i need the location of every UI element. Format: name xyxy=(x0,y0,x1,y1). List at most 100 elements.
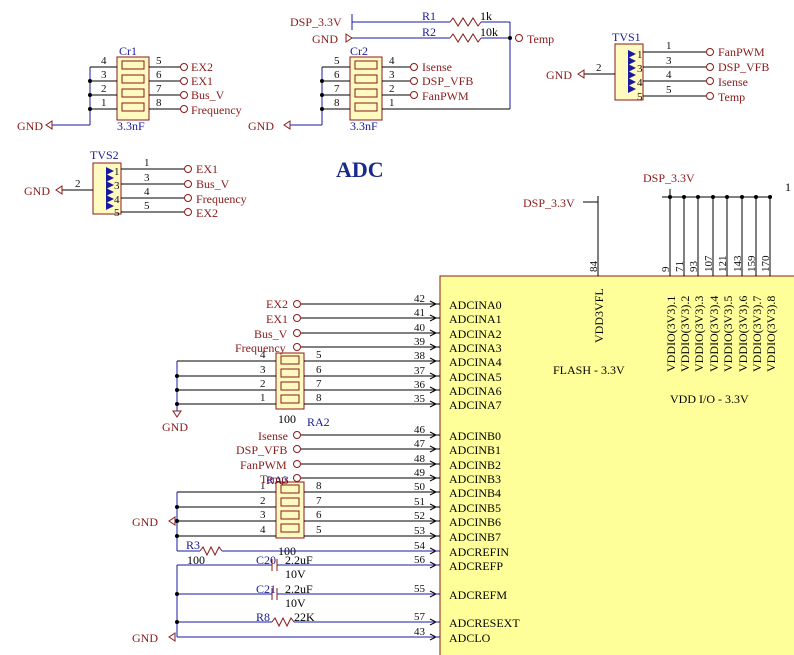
vddio-pin-name: VDDIO(3V3).3 xyxy=(692,296,706,372)
r1-value: 1k xyxy=(480,9,492,23)
chip-pin-number: 56 xyxy=(414,554,426,566)
vddio-pin-name: VDDIO(3V3).6 xyxy=(736,296,750,372)
chip-pin-name: ADCINB0 xyxy=(449,429,501,443)
cr2-pin: 8 xyxy=(334,97,340,109)
dsp-3v3-label: DSP_3.3V xyxy=(523,196,575,210)
vddio-pin-name: VDDIO(3V3).4 xyxy=(707,296,721,372)
chip-pin-name: ADCREFIN xyxy=(449,545,509,559)
net-port-isense: Isense xyxy=(718,75,748,89)
c21-ref: C21 xyxy=(256,582,276,596)
c20-ref: C20 xyxy=(256,553,276,567)
net-port-ex2: EX2 xyxy=(266,297,288,311)
tvs1-pin: 4 xyxy=(666,69,672,81)
chip-pin-number: 47 xyxy=(414,438,426,450)
chip-pin-number: 43 xyxy=(414,626,426,638)
capacitor-array-cr1: Cr1 3.3nF 4 3 2 1 5 6 7 8 xyxy=(90,44,180,133)
chip-pin-number: 55 xyxy=(414,583,426,595)
chip-pin-name: ADCINB7 xyxy=(449,530,501,544)
cr1-pin: 2 xyxy=(101,83,107,95)
tvs2-pin: 5 xyxy=(144,200,150,212)
tvs2-pin: 1 xyxy=(114,166,120,178)
vddio-pin-number: 170 xyxy=(760,255,772,272)
net-port-fanpwm: FanPWM xyxy=(422,89,469,103)
chip-pin-number: 50 xyxy=(414,481,426,493)
vddio-pin-number: 71 xyxy=(674,261,686,272)
gnd-label: GND xyxy=(17,119,43,133)
net-port-bus-v: Bus_V xyxy=(254,327,288,341)
cr1-pin: 7 xyxy=(156,83,162,95)
chip-pin-number: 35 xyxy=(414,393,426,405)
cr2-pin: 6 xyxy=(334,69,340,81)
chip-pin-name: ADCREFP xyxy=(449,559,503,573)
chip-pin-name: ADCLO xyxy=(449,631,491,645)
r2-ref: R2 xyxy=(422,25,436,39)
cr1-pin: 3 xyxy=(101,69,107,81)
chip-pin-name: ADCINB3 xyxy=(449,472,501,486)
ra3-pin: 7 xyxy=(316,495,322,507)
ra2-pin: 2 xyxy=(260,378,266,390)
cr2-value: 3.3nF xyxy=(350,119,378,133)
tvs2-gnd-pin: 2 xyxy=(75,178,81,190)
chip-pin-name: ADCINA6 xyxy=(449,384,502,398)
r8-value: 22K xyxy=(294,610,315,624)
ra2-pin: 8 xyxy=(316,392,322,404)
tvs-diode-array-tvs2: TVS2 1 3 4 5 1 3 4 5 2 xyxy=(62,148,184,219)
vddio-pin-name: VDDIO(3V3).7 xyxy=(750,296,764,372)
ra2-pin: 1 xyxy=(260,392,266,404)
chip-pin-name: ADCINA5 xyxy=(449,370,502,384)
vddio-domain-label: VDD I/O - 3.3V xyxy=(670,392,749,406)
tvs1-pin: 4 xyxy=(637,77,643,89)
net-port-frequency: Frequency xyxy=(235,341,286,355)
net-port-dsp-vfb: DSP_VFB xyxy=(236,443,287,457)
vddio-pin-number: 159 xyxy=(746,255,758,272)
edge-text: 1 xyxy=(785,180,791,194)
dsp-3v3-label: DSP_3.3V xyxy=(643,171,695,185)
chip-pin-number: 53 xyxy=(414,525,426,537)
tvs1-pin: 3 xyxy=(637,63,643,75)
chip-pin-number: 54 xyxy=(414,540,426,552)
vdd3vfl-pin-number: 84 xyxy=(588,261,600,273)
chip-pin-number: 49 xyxy=(414,467,426,479)
cr2-pin: 1 xyxy=(389,97,395,109)
net-port-temp: Temp xyxy=(527,32,554,46)
chip-pin-number: 48 xyxy=(414,453,426,465)
chip-pin-number: 57 xyxy=(414,611,426,623)
tvs2-pin: 3 xyxy=(144,172,150,184)
net-port-ex2: EX2 xyxy=(191,60,213,74)
ra2-pin: 7 xyxy=(316,378,322,390)
r8-ref: R8 xyxy=(256,610,270,624)
dsp-chip: FLASH - 3.3V VDD I/O - 3.3V 84 VDD3VFL D… xyxy=(439,171,794,655)
resistor-array-ra2: 100 RA2 4 3 2 1 5 6 7 8 xyxy=(177,349,440,429)
page-title: ADC xyxy=(336,157,384,182)
tvs2-pin: 3 xyxy=(114,180,120,192)
chip-pin-name: ADCINB2 xyxy=(449,458,501,472)
ra3-pin: 2 xyxy=(260,495,266,507)
cr1-pin: 6 xyxy=(156,69,162,81)
cr2-pin: 4 xyxy=(389,55,395,67)
chip-pin-number: 41 xyxy=(414,307,425,319)
vddio-pin-number: 143 xyxy=(732,255,744,272)
ra2-ref: RA2 xyxy=(307,415,330,429)
net-port-frequency: Frequency xyxy=(191,103,242,117)
chip-pin-name: ADCINB4 xyxy=(449,486,501,500)
cr2-pin: 3 xyxy=(389,69,395,81)
net-port-ex1: EX1 xyxy=(191,74,213,88)
chip-pin-name: ADCRESEXT xyxy=(449,616,520,630)
ra2-pin: 5 xyxy=(316,349,322,361)
tvs2-pin: 4 xyxy=(114,194,120,206)
c21-value: 2.2uF xyxy=(285,582,313,596)
r3-ref: R3 xyxy=(186,538,200,552)
vddio-pin-name: VDDIO(3V3).5 xyxy=(721,296,735,372)
tvs2-pin: 5 xyxy=(114,207,120,219)
tvs1-pin: 5 xyxy=(637,91,643,103)
cr1-ref: Cr1 xyxy=(119,44,137,58)
chip-pin-name: ADCINA3 xyxy=(449,341,502,355)
chip-pin-number: 37 xyxy=(414,365,426,377)
net-port-frequency: Frequency xyxy=(196,192,247,206)
net-port-fanpwm: FanPWM xyxy=(240,458,287,472)
chip-pin-name: ADCINA1 xyxy=(449,312,502,326)
r1-ref: R1 xyxy=(422,9,436,23)
net-port-dsp-vfb: DSP_VFB xyxy=(718,60,769,74)
ra3-pin: 6 xyxy=(316,509,322,521)
net-port-ex1: EX1 xyxy=(196,162,218,176)
